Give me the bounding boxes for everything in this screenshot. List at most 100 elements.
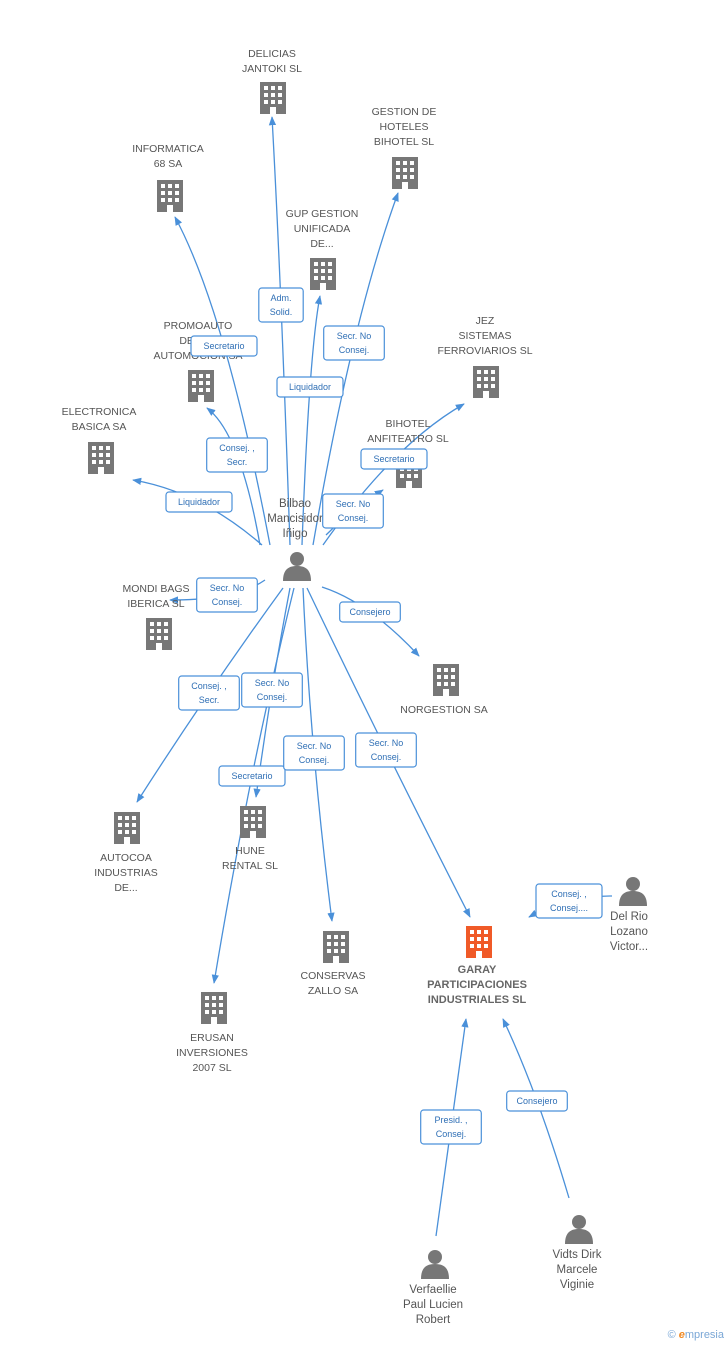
person-label: Verfaellie	[409, 1284, 456, 1296]
building-icon	[114, 812, 140, 844]
relation-label: Consej.	[299, 755, 330, 765]
company-label: BIHOTEL	[386, 418, 431, 430]
relation-label: Secr.	[227, 457, 248, 467]
building-icon	[240, 806, 266, 838]
relation-box	[339, 601, 401, 623]
relation-label: Secr.	[199, 695, 220, 705]
relation-box	[283, 735, 345, 771]
building-icon	[433, 664, 459, 696]
person-label: Mancisidor	[267, 513, 323, 525]
relation-label: Secr. No	[336, 499, 371, 509]
empresia-credit[interactable]: © empresia	[668, 1329, 724, 1341]
person-node-delrio[interactable]: Del RioLozanoVictor...	[610, 877, 648, 953]
relation-label: Consej. ,	[219, 443, 255, 453]
edge-promoauto	[206, 407, 261, 546]
relation-informatica[interactable]: Secretario	[190, 335, 258, 357]
relation-label: Secr. No	[297, 741, 332, 751]
relation-label: Consej....	[550, 903, 588, 913]
company-label: PROMOAUTO	[164, 320, 233, 332]
person-label: Del Rio	[610, 911, 648, 923]
company-node-bihotel[interactable]: BIHOTEL ANFITEATRO SL	[367, 418, 449, 488]
person-icon	[565, 1215, 593, 1244]
building-icon	[466, 926, 492, 958]
relation-promoauto[interactable]: Consej. , Secr.	[206, 437, 268, 473]
person-label: Vidts Dirk	[553, 1249, 602, 1261]
relation-norgestion[interactable]: Consejero	[339, 601, 401, 623]
relation-label: Adm.	[270, 293, 291, 303]
person-icon	[619, 877, 647, 906]
relation-erusan[interactable]: Secretario	[218, 765, 286, 787]
empresia-logo-text: mpresia	[684, 1329, 724, 1341]
company-label: ANFITEATRO SL	[367, 433, 449, 445]
relation-box	[178, 675, 240, 711]
copyright-icon: ©	[667, 1329, 676, 1341]
building-icon	[310, 258, 336, 290]
relation-delicias[interactable]: Adm. Solid.	[258, 287, 304, 323]
relation-label: Consej.	[339, 345, 370, 355]
relation-label: Solid.	[270, 307, 293, 317]
company-node-gup[interactable]: GUP GESTIONUNIFICADADE...	[286, 208, 359, 290]
relation-verfaellie[interactable]: Presid. ,Consej.	[420, 1109, 482, 1145]
company-label: HUNE	[235, 845, 265, 857]
company-label: JEZ	[476, 315, 495, 327]
relation-box	[323, 325, 385, 361]
company-node-norgestion[interactable]: NORGESTION SA	[400, 664, 488, 716]
relation-box	[276, 376, 344, 398]
relation-label: Consej.	[257, 692, 288, 702]
relation-jez[interactable]: Secretario	[360, 448, 428, 470]
relation-box	[258, 287, 304, 323]
relation-delrio[interactable]: Consej. ,Consej....	[535, 883, 603, 919]
person-icon	[421, 1250, 449, 1279]
company-label: BIHOTEL SL	[374, 136, 434, 148]
relation-box	[196, 577, 258, 613]
company-label: DE...	[114, 882, 137, 894]
relation-box	[506, 1090, 568, 1112]
person-label: Victor...	[610, 941, 648, 953]
building-icon	[146, 618, 172, 650]
relation-box	[190, 335, 258, 357]
company-node-promoauto[interactable]: PROMOAUTODESA...AUTOMOCION SA	[153, 320, 243, 402]
relation-autocoa[interactable]: Consej. ,Secr.	[178, 675, 240, 711]
company-label: DELICIAS	[248, 48, 296, 60]
relation-vidts[interactable]: Consejero	[506, 1090, 568, 1112]
relation-box	[165, 491, 233, 513]
building-icon	[188, 370, 214, 402]
relation-label: Consejero	[349, 607, 390, 617]
relation-gup[interactable]: Liquidador	[276, 376, 344, 398]
company-node-autocoa[interactable]: AUTOCOAINDUSTRIASDE...	[94, 812, 158, 894]
company-label: GARAY	[458, 964, 497, 976]
building-icon	[392, 157, 418, 189]
person-label: Marcele	[557, 1264, 598, 1276]
relation-label: Consej.	[212, 597, 243, 607]
building-icon	[473, 366, 499, 398]
company-label: AUTOCOA	[100, 852, 152, 864]
relation-box	[206, 437, 268, 473]
relation-conservas[interactable]: Secr. No Consej.	[283, 735, 345, 771]
relation-label: Liquidador	[178, 497, 220, 507]
relation-layer: Adm.Solid.Secr. NoConsej.SecretarioLiqui…	[165, 287, 603, 1145]
relation-electronica[interactable]: Liquidador	[165, 491, 233, 513]
relation-box	[322, 493, 384, 529]
person-label: Lozano	[610, 926, 648, 938]
company-label: INVERSIONES	[176, 1047, 248, 1059]
company-label: ELECTRONICA	[62, 406, 137, 418]
company-label: INDUSTRIALES SL	[428, 994, 527, 1006]
